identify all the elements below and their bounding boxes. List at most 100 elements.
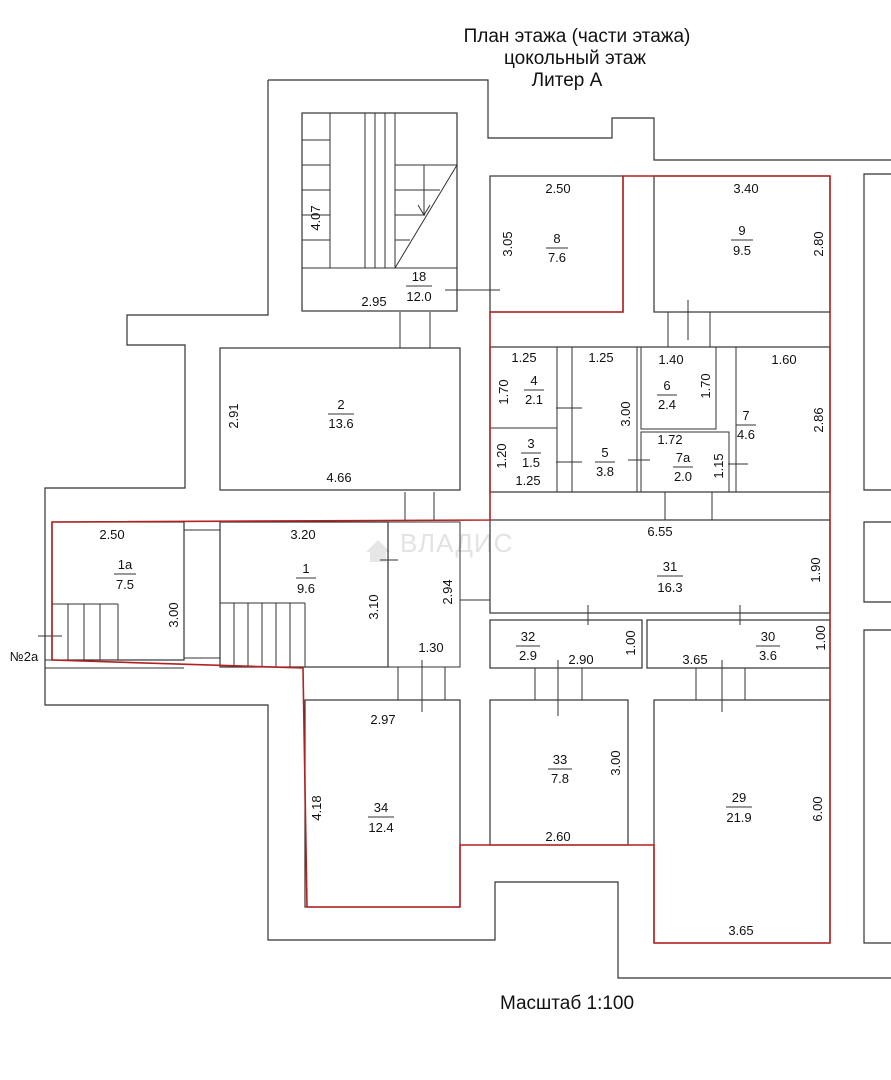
room-label-6: 6 2.4 xyxy=(657,378,677,412)
svg-text:7а: 7а xyxy=(676,450,691,465)
watermark-text: ВЛАДИС xyxy=(400,528,513,558)
dim-1-25-b: 1.25 xyxy=(588,350,613,365)
svg-text:2.1: 2.1 xyxy=(525,392,543,407)
plan-liter: Литер А xyxy=(532,70,603,91)
svg-text:30: 30 xyxy=(761,629,775,644)
svg-text:33: 33 xyxy=(553,752,567,767)
room-label-9: 9 9.5 xyxy=(731,223,753,258)
plan-floor-name: цокольный этаж xyxy=(504,48,646,69)
dim-3-00-b: 3.00 xyxy=(166,602,181,627)
room-label-29: 29 21.9 xyxy=(726,790,752,825)
dim-3-65-a: 3.65 xyxy=(682,652,707,667)
room-label-7a: 7а 2.0 xyxy=(673,450,693,484)
object-boundary xyxy=(51,175,831,944)
dim-2-50-left: 2.50 xyxy=(99,527,124,542)
room-label-32: 32 2.9 xyxy=(516,629,540,663)
plan-title: План этажа (части этажа) xyxy=(464,26,691,47)
svg-text:2.4: 2.4 xyxy=(658,397,676,412)
dim-3-00-a: 3.00 xyxy=(618,401,633,426)
svg-text:12.0: 12.0 xyxy=(406,289,431,304)
room-label-33: 33 7.8 xyxy=(548,752,572,786)
svg-text:13.6: 13.6 xyxy=(328,416,353,431)
svg-text:7.6: 7.6 xyxy=(548,250,566,265)
dim-1-15: 1.15 xyxy=(711,453,726,478)
scale-label: Масштаб 1:100 xyxy=(500,993,634,1014)
svg-text:3.8: 3.8 xyxy=(596,464,614,479)
svg-text:29: 29 xyxy=(732,790,746,805)
outside-room-label: №2а xyxy=(10,649,39,664)
dim-2-60: 2.60 xyxy=(545,829,570,844)
svg-text:34: 34 xyxy=(374,800,388,815)
dim-3-20: 3.20 xyxy=(290,527,315,542)
svg-text:2.9: 2.9 xyxy=(519,648,537,663)
outer-wall-top xyxy=(268,79,891,161)
room-label-8: 8 7.6 xyxy=(546,231,568,265)
dim-1-60: 1.60 xyxy=(771,352,796,367)
stair-block-wall xyxy=(301,112,458,312)
room-label-1a: 1а 7.5 xyxy=(114,557,136,592)
room-label-31: 31 16.3 xyxy=(657,559,683,595)
dim-1-25-a: 1.25 xyxy=(511,350,536,365)
dim-1-30: 1.30 xyxy=(418,640,443,655)
svg-text:9.5: 9.5 xyxy=(733,243,751,258)
dim-3-10: 3.10 xyxy=(366,594,381,619)
dim-2-94: 2.94 xyxy=(440,579,455,604)
outer-wall-left-bottom xyxy=(44,80,891,979)
svg-text:32: 32 xyxy=(521,629,535,644)
dim-6-00: 6.00 xyxy=(810,796,825,821)
room-30-wall xyxy=(646,619,831,669)
dim-4-18: 4.18 xyxy=(309,795,324,820)
dim-1-40: 1.40 xyxy=(658,352,683,367)
svg-text:7.8: 7.8 xyxy=(551,771,569,786)
dim-1-70-b: 1.70 xyxy=(698,373,713,398)
dim-3-05: 3.05 xyxy=(500,231,515,256)
room-label-1: 1 9.6 xyxy=(296,561,316,596)
dim-3-40: 3.40 xyxy=(733,181,758,196)
dim-2-90: 2.90 xyxy=(568,652,593,667)
dim-1-00-a: 1.00 xyxy=(623,630,638,655)
svg-text:8: 8 xyxy=(553,231,560,246)
svg-text:3.6: 3.6 xyxy=(759,648,777,663)
svg-text:18: 18 xyxy=(412,269,426,284)
svg-text:21.9: 21.9 xyxy=(726,810,751,825)
watermark: ВЛАДИС xyxy=(366,528,513,562)
dim-1-70-a: 1.70 xyxy=(496,379,511,404)
svg-text:9: 9 xyxy=(738,223,745,238)
svg-text:16.3: 16.3 xyxy=(657,580,682,595)
dim-1-00-b: 1.00 xyxy=(813,625,828,650)
svg-text:1а: 1а xyxy=(118,557,133,572)
room-2-wall xyxy=(219,347,461,491)
svg-text:2.0: 2.0 xyxy=(674,469,692,484)
dim-2-86: 2.86 xyxy=(811,407,826,432)
openings xyxy=(38,289,748,716)
svg-text:9.6: 9.6 xyxy=(297,581,315,596)
svg-text:4.6: 4.6 xyxy=(737,427,755,442)
dim-2-97: 2.97 xyxy=(370,712,395,727)
svg-text:1.5: 1.5 xyxy=(522,455,540,470)
dim-2-91: 2.91 xyxy=(226,403,241,428)
dim-2-80: 2.80 xyxy=(811,231,826,256)
svg-text:7.5: 7.5 xyxy=(116,577,134,592)
dim-6-55: 6.55 xyxy=(647,524,672,539)
svg-text:5: 5 xyxy=(601,445,608,460)
room-32-wall xyxy=(489,619,643,669)
room-label-7: 7 4.6 xyxy=(736,408,756,442)
dim-1-20: 1.20 xyxy=(494,443,509,468)
room-label-5: 5 3.8 xyxy=(595,445,615,479)
room-label-18: 18 12.0 xyxy=(406,269,432,304)
stairs xyxy=(52,113,458,667)
svg-text:2: 2 xyxy=(337,397,344,412)
dim-2-95: 2.95 xyxy=(361,294,386,309)
dim-1-25-c: 1.25 xyxy=(515,473,540,488)
dim-1-90: 1.90 xyxy=(808,557,823,582)
svg-text:12.4: 12.4 xyxy=(368,820,393,835)
room-label-3: 3 1.5 xyxy=(521,436,541,470)
dim-2-50-top: 2.50 xyxy=(545,181,570,196)
room-labels: 18 12.0 8 7.6 9 9.5 2 13.6 4 2.1 6 2.4 xyxy=(114,223,780,835)
dim-3-00-c: 3.00 xyxy=(608,750,623,775)
dim-1-72: 1.72 xyxy=(657,432,682,447)
room-label-2: 2 13.6 xyxy=(328,397,354,431)
dimensions: 4.07 2.95 2.50 3.05 3.40 2.80 2.91 4.66 … xyxy=(99,181,828,938)
